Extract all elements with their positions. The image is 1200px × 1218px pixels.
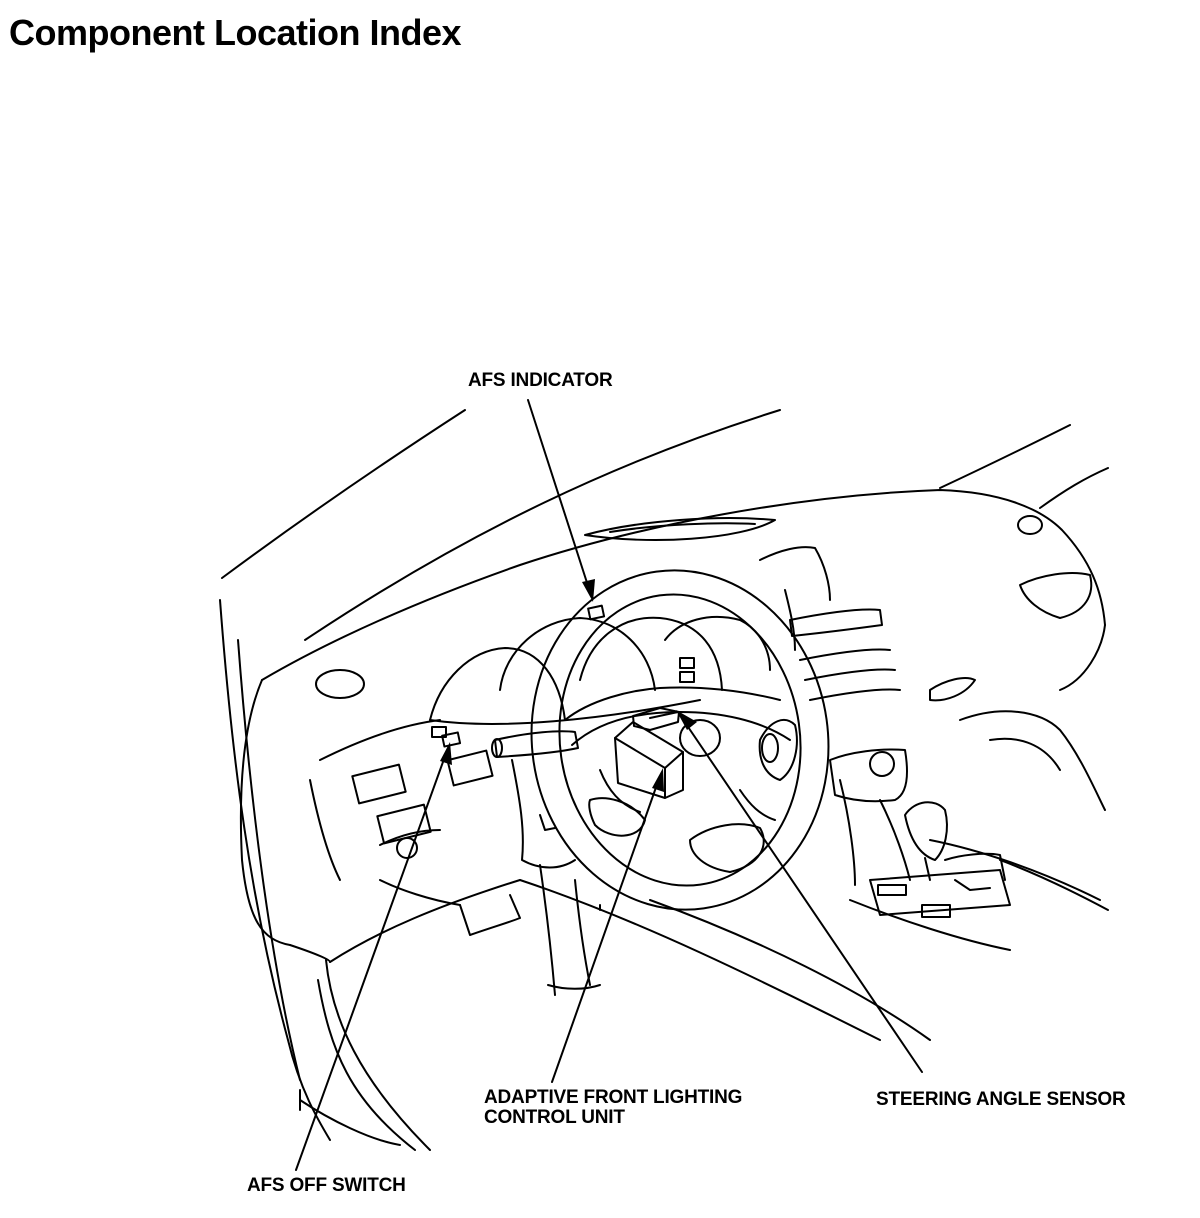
steering-angle-sensor-part [632, 707, 680, 731]
steering-column [459, 759, 601, 996]
arrowhead-control-unit [652, 768, 664, 792]
steering-wheel [530, 569, 830, 911]
leader-afs-indicator [527, 399, 591, 593]
left-switch-panel [309, 719, 494, 906]
leader-steering-angle-sensor [681, 717, 923, 1073]
dashboard-outline [239, 489, 1106, 963]
arrowhead-afs-off-switch [440, 742, 452, 765]
afs-off-switch-marker [441, 731, 462, 748]
label-adaptive-front-lighting-control-unit: ADAPTIVE FRONT LIGHTING CONTROL UNIT [484, 1087, 743, 1128]
label-afs-off-switch: AFS OFF SWITCH [247, 1175, 406, 1196]
label-afs-indicator: AFS INDICATOR [468, 370, 613, 391]
leader-lines [295, 399, 923, 1171]
leader-arrowheads [440, 579, 697, 792]
shift-lever [904, 801, 948, 881]
arrowhead-steering-angle-sensor [676, 710, 697, 730]
page-title: Component Location Index [9, 12, 462, 53]
control-unit-box [614, 721, 684, 799]
center-stack [759, 546, 1011, 918]
right-console [849, 710, 1109, 951]
leader-control-unit [551, 775, 661, 1083]
floor-lines [519, 879, 931, 1041]
arrowhead-afs-indicator [582, 579, 595, 602]
left-door-panel [219, 599, 431, 1151]
windshield-lines [221, 409, 1109, 641]
control-stalk [491, 730, 579, 758]
label-steering-angle-sensor: STEERING ANGLE SENSOR [876, 1089, 1126, 1110]
afs-indicator-marker [587, 604, 606, 621]
instrument-cluster [429, 616, 771, 725]
leader-afs-off-switch [295, 747, 449, 1171]
